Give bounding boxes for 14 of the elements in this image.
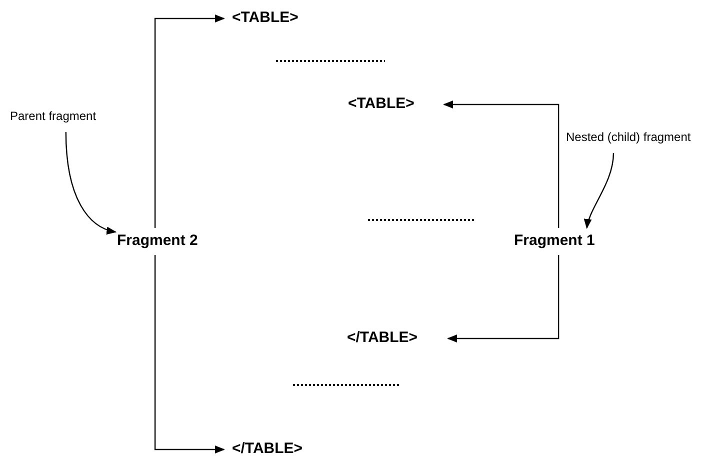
fragment-label: Fragment 2 (117, 232, 198, 251)
arrow (443, 100, 560, 228)
annotation-text: Parent fragment (10, 109, 96, 124)
arrow (447, 255, 560, 342)
tag-label: </TABLE> (232, 440, 303, 459)
fragment-label: Fragment 1 (514, 232, 595, 251)
arrow (154, 14, 225, 228)
tag-label: <TABLE> (232, 9, 298, 28)
arrow (584, 152, 614, 229)
arrow (154, 255, 225, 454)
tag-label: </TABLE> (347, 329, 418, 348)
tag-label: <TABLE> (348, 95, 414, 114)
arrow (65, 132, 117, 234)
annotation-text: Nested (child) fragment (566, 130, 691, 145)
